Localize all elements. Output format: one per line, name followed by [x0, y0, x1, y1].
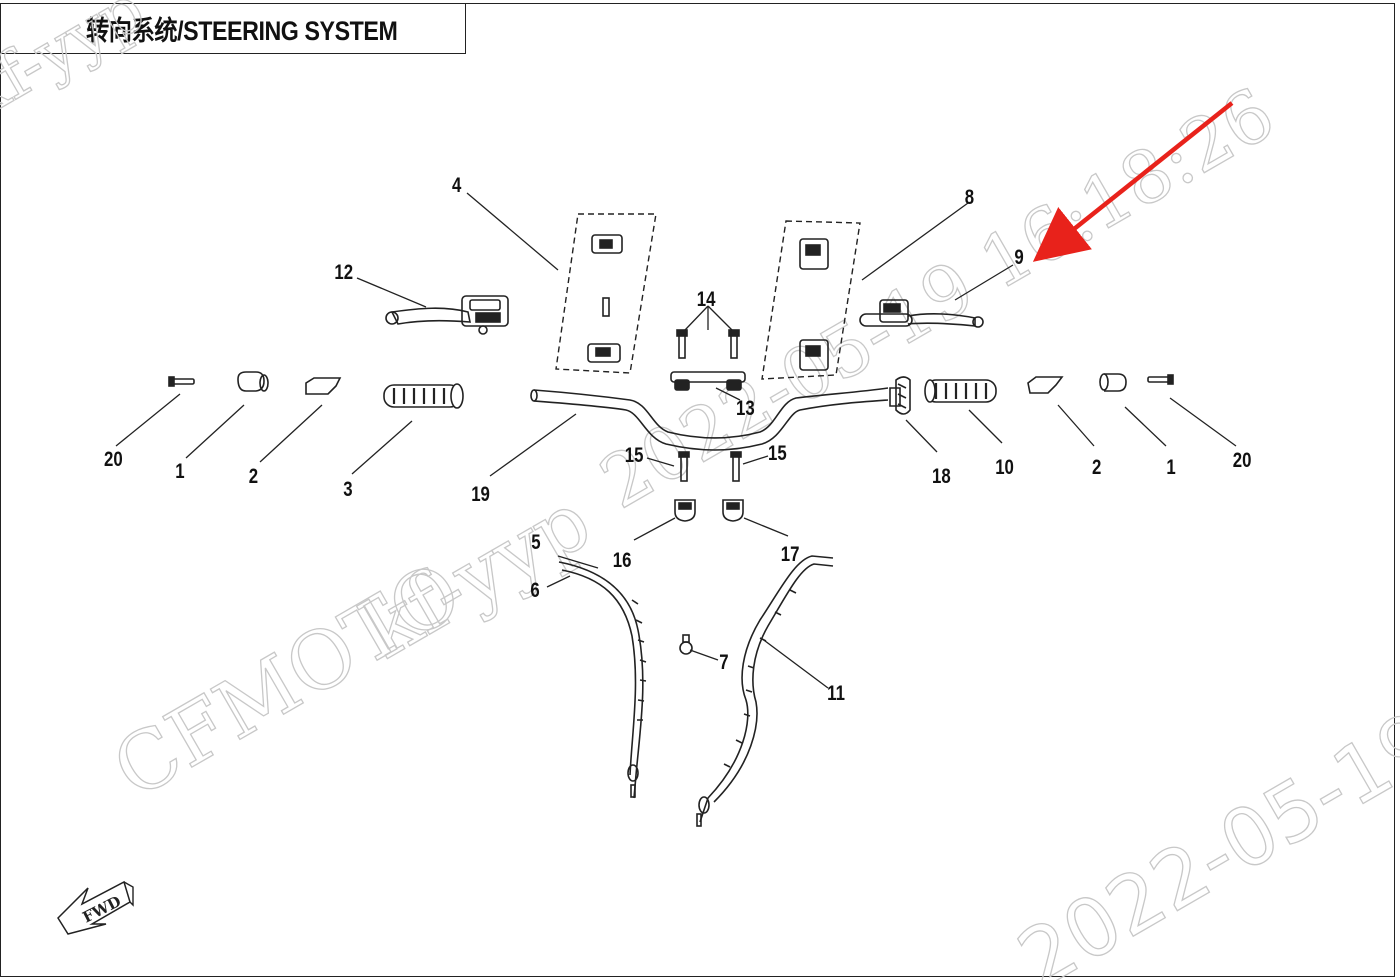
part-8-right-switch-assembly	[761, 220, 861, 380]
part-5-6-throttle-cables	[558, 561, 647, 799]
callout-15: 15	[625, 444, 644, 467]
callout-18: 18	[932, 465, 951, 488]
callout-20: 20	[104, 448, 123, 471]
watermark-date: 2022-05-19	[1003, 693, 1400, 980]
callout-3: 3	[343, 478, 352, 501]
callout-19: 19	[471, 483, 490, 506]
part-11-cable	[696, 555, 834, 827]
callout-10: 10	[995, 456, 1014, 479]
callout-2: 2	[1092, 456, 1101, 479]
leader-lines	[115, 192, 1237, 689]
part-12-brake-master-cylinder	[385, 295, 509, 335]
part-20-right-bolt	[1147, 374, 1174, 385]
parts-center	[530, 329, 889, 827]
watermark-user: kf-yyp	[0, 0, 157, 134]
watermark-timestamp: 2022-05-19 16:18:26	[587, 71, 1288, 524]
part-9-right-brake-lever	[859, 299, 984, 328]
part-15-holder-bolts	[678, 451, 742, 482]
part-4-left-switch-assembly	[555, 213, 657, 374]
part-3-left-grip	[383, 383, 464, 409]
callout-8: 8	[965, 186, 974, 209]
callout-5: 5	[531, 531, 541, 554]
part-20-left-bolt	[168, 376, 195, 387]
callout-17: 17	[781, 543, 800, 566]
callout-14: 14	[697, 288, 716, 311]
callout-2: 2	[249, 465, 258, 488]
diagram-title: 转向系统/STEERING SYSTEM	[86, 15, 398, 46]
callout-12: 12	[334, 261, 353, 284]
part-16-lower-holder	[674, 499, 696, 522]
callout-15: 15	[768, 442, 787, 465]
part-13-handlebar-clamp	[670, 371, 746, 391]
parts-right	[761, 220, 1174, 415]
part-2-left-spacer	[305, 377, 342, 395]
callout-1: 1	[1166, 456, 1176, 479]
part-17-lower-holder	[722, 499, 744, 522]
part-2-right-spacer	[1027, 376, 1064, 394]
part-1-left-bar-end	[237, 371, 269, 392]
callout-1: 1	[175, 460, 185, 483]
annotation-arrow	[1032, 101, 1234, 262]
callout-labels: 20 1 2 3 4 5 6 7 8 9 10 11 12 13 14 15 1…	[104, 174, 1251, 705]
part-10-right-grip	[924, 379, 997, 403]
callout-6: 6	[530, 579, 539, 602]
callout-16: 16	[613, 549, 632, 572]
callout-11: 11	[827, 682, 845, 705]
callout-20: 20	[1233, 449, 1252, 472]
part-14-clamp-bolts	[676, 329, 740, 359]
part-19-handlebar	[530, 387, 889, 451]
callout-4: 4	[452, 174, 462, 197]
part-1-right-bar-end	[1099, 373, 1127, 392]
callout-7: 7	[719, 651, 728, 674]
fwd-direction-arrow: FWD	[57, 880, 134, 935]
parts-left	[168, 213, 657, 409]
drawing-frame	[0, 3, 1395, 977]
callout-13: 13	[736, 397, 755, 420]
part-18-throttle-housing	[889, 376, 911, 415]
callout-9: 9	[1014, 246, 1023, 269]
part-7-grommet	[679, 634, 693, 655]
title-block: 转向系统/STEERING SYSTEM	[0, 3, 466, 54]
